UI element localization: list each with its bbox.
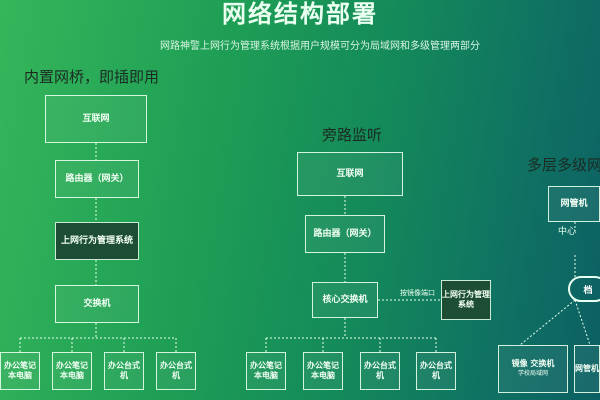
client-laptop: 办公笔记本电脑 [0,352,40,390]
switch-node: 交换机 [55,285,139,323]
client-desktop: 办公台式机 [416,352,456,390]
central-pill-node: 档 [568,276,600,302]
section-bypass-title: 旁路监听 [322,126,383,144]
internet-node: 互联网 [297,152,403,196]
section-multilevel-title: 多层多级网 [527,156,600,174]
page-title: 网络结构部署 [222,0,378,28]
client-desktop: 办公台式机 [156,352,196,390]
router-node: 路由器（网关） [55,160,139,198]
school-network-label: 学校局域网 [517,370,548,377]
client-desktop: 办公台式机 [360,352,400,390]
internet-node: 互联网 [45,95,147,143]
behavior-system-node: 上网行为管理系统 [55,222,139,260]
mirror-port-label: 按镜像端口 [400,289,435,297]
client-laptop: 办公笔记本电脑 [52,352,92,390]
client-laptop: 办公笔记本电脑 [246,352,286,390]
nms-node: 网管机 [548,186,600,222]
core-switch-node: 核心交换机 [312,282,378,318]
behavior-system-node: 上网行为管理系统 [441,280,491,320]
mirror-switch-node: 镜像 交换机 学校局域网 [498,345,568,393]
section-embedded-title: 内置网桥，即插即用 [24,68,160,86]
router-node: 路由器（网关） [305,215,385,253]
network-manager-node: 网管机 [574,345,600,393]
client-desktop: 办公台式机 [104,352,144,390]
mirror-switch-label: 镜像 交换机 [511,359,555,368]
page-subtitle: 网路神警上网行为管理系统根据用户规模可分为局域网和多级管理两部分 [160,41,480,52]
client-laptop: 办公笔记本电脑 [303,352,343,390]
center-label: 中心 [558,227,577,237]
